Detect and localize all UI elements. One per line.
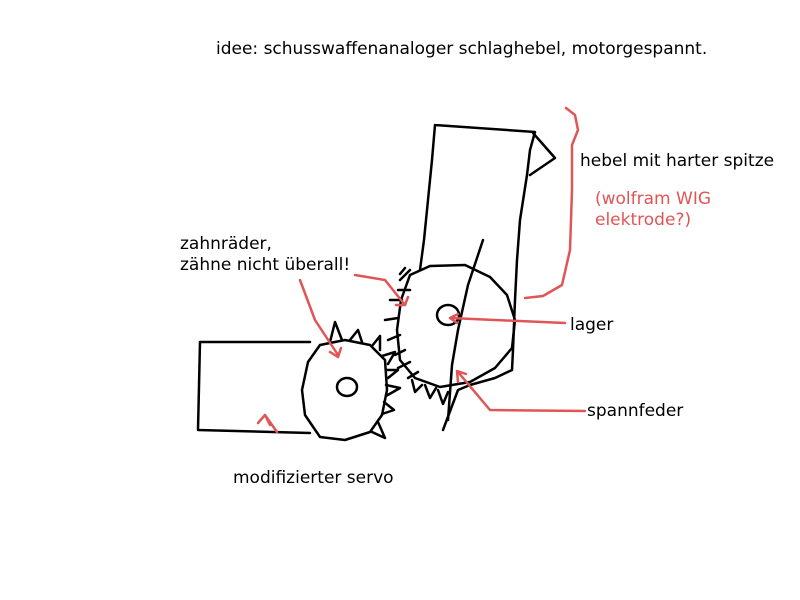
servo-gear-teeth <box>328 320 402 440</box>
pivot-gear <box>395 263 517 389</box>
tungsten-note-line-2: elektrode?) <box>595 210 692 230</box>
lever-inner-line <box>446 238 485 422</box>
pivot-gear-teeth <box>383 266 450 406</box>
lever-tip <box>528 131 557 177</box>
lager-arrow <box>448 312 567 325</box>
bearing <box>435 303 461 327</box>
servo-housing <box>196 340 312 435</box>
lever-body <box>418 123 537 432</box>
tungsten-note-line-1: (wolfram WIG <box>595 189 712 209</box>
gears-label-line-1: zahnräder, <box>180 234 272 254</box>
servo-arrow <box>256 413 279 434</box>
tension-spring-label: spannfeder <box>587 401 684 421</box>
bearing-label: lager <box>570 315 614 335</box>
tungsten-note: (wolfram WIG elektrode?) <box>595 189 711 231</box>
lever-label: hebel mit harter spitze <box>580 151 775 171</box>
gears-label-line-2: zähne nicht überall! <box>180 255 351 275</box>
servo-label: modifizierter servo <box>233 468 394 488</box>
spannfeder-arrow <box>455 369 587 413</box>
gear-arrow-1 <box>353 273 410 307</box>
lever-brace-arrow <box>523 106 580 300</box>
servo-hub <box>335 376 359 398</box>
servo-gear <box>300 338 389 442</box>
gear-arrow-2 <box>298 278 343 359</box>
gears-label: zahnräder, zähne nicht überall! <box>180 234 350 276</box>
diagram-title: idee: schusswaffenanaloger schlaghebel, … <box>216 39 708 59</box>
